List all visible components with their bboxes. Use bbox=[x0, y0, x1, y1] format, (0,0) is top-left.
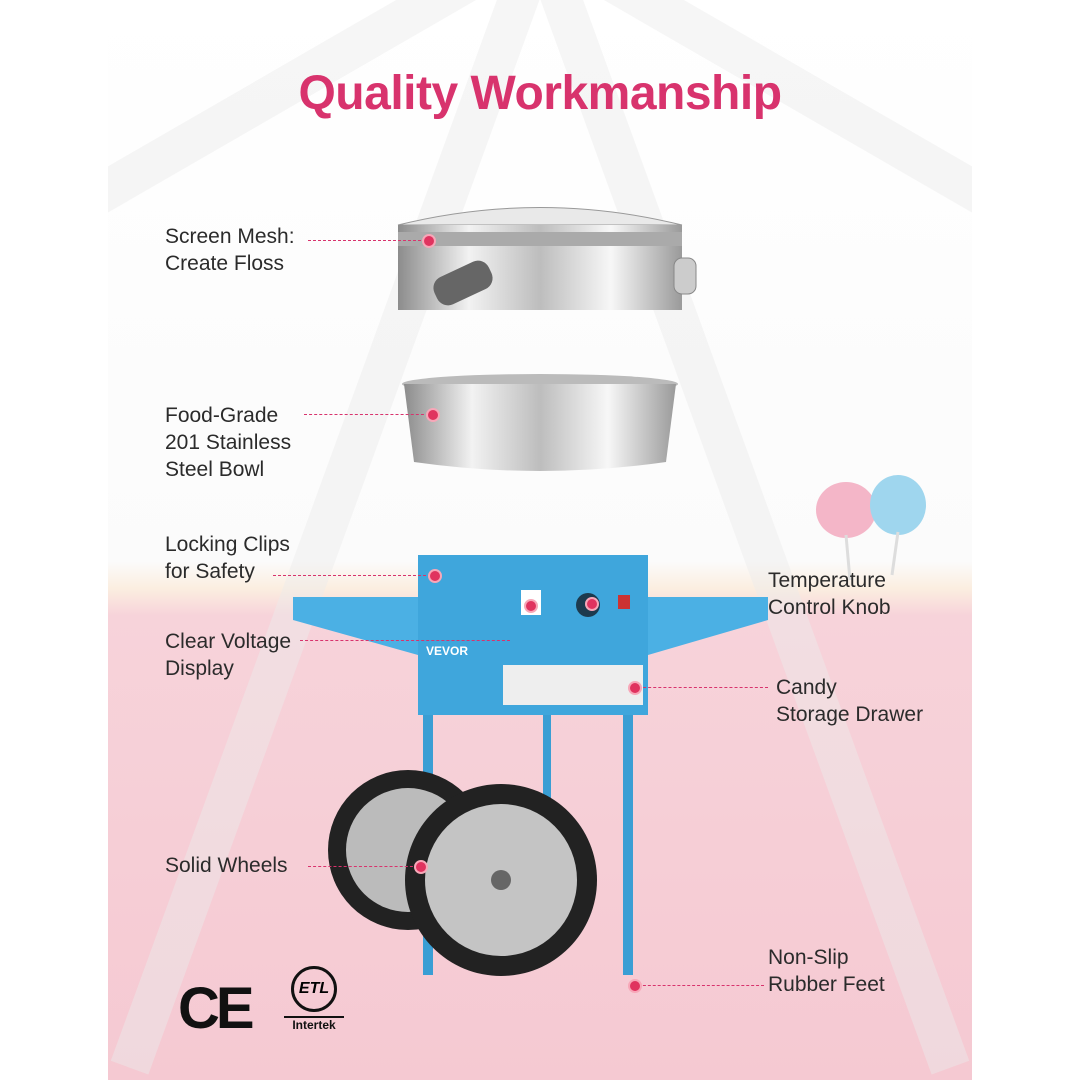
callout-dot bbox=[524, 599, 538, 613]
callout-line: Non-Slip bbox=[768, 946, 849, 969]
leader-line bbox=[638, 687, 768, 688]
callout-bowl: Food-Grade 201 Stainless Steel Bowl bbox=[165, 402, 291, 483]
leader-line bbox=[308, 240, 426, 241]
screen-mesh-lid bbox=[397, 207, 697, 310]
etl-logo: ETL bbox=[291, 966, 337, 1012]
callout-line: Temperature bbox=[768, 569, 886, 592]
leader-line bbox=[308, 866, 418, 867]
intertek-label: Intertek bbox=[284, 1016, 344, 1032]
stainless-bowl bbox=[402, 374, 678, 471]
callout-clips: Locking Clips for Safety bbox=[165, 531, 290, 585]
page-title: Quality Workmanship bbox=[298, 67, 782, 120]
callout-dot bbox=[422, 234, 436, 248]
callout-line: for Safety bbox=[165, 560, 255, 583]
callout-line: Solid Wheels bbox=[165, 854, 288, 877]
cotton-candy-icon bbox=[816, 475, 926, 581]
etl-mark: ETL Intertek bbox=[284, 966, 344, 1032]
callout-line: Rubber Feet bbox=[768, 973, 885, 996]
callout-line: Storage Drawer bbox=[776, 703, 924, 726]
callout-line: Candy bbox=[776, 676, 837, 699]
callout-wheels: Solid Wheels bbox=[165, 852, 288, 879]
callout-line: Screen Mesh: bbox=[165, 225, 295, 248]
cart: VEVOR bbox=[293, 555, 768, 976]
brand-logo: VEVOR bbox=[426, 644, 468, 658]
cotton-candy-machine-illustration: VEVOR bbox=[293, 207, 926, 976]
leader-line bbox=[638, 985, 764, 986]
callout-screen-mesh: Screen Mesh: Create Floss bbox=[165, 223, 295, 277]
leader-line bbox=[304, 414, 429, 415]
callout-dot bbox=[585, 597, 599, 611]
callout-dot bbox=[628, 979, 642, 993]
callout-voltage: Clear Voltage Display bbox=[165, 628, 291, 682]
callout-line: Control Knob bbox=[768, 596, 891, 619]
callout-dot bbox=[426, 408, 440, 422]
callout-line: 201 Stainless bbox=[165, 431, 292, 454]
callout-line: Food-Grade bbox=[165, 404, 279, 427]
callout-line: Display bbox=[165, 657, 234, 680]
ce-mark: CE bbox=[178, 976, 255, 1041]
callout-dot bbox=[414, 860, 428, 874]
callout-line: Steel Bowl bbox=[165, 458, 265, 481]
callout-line: Locking Clips bbox=[165, 533, 290, 556]
leader-line bbox=[300, 640, 510, 641]
callout-line: Clear Voltage bbox=[165, 630, 292, 653]
callout-line: Create Floss bbox=[165, 252, 285, 275]
callout-knob: Temperature Control Knob bbox=[768, 567, 891, 621]
callout-dot bbox=[628, 681, 642, 695]
callout-feet: Non-Slip Rubber Feet bbox=[768, 944, 885, 998]
leader-line bbox=[273, 575, 431, 576]
infographic-canvas: Quality Workmanship bbox=[108, 0, 972, 1080]
callout-dot bbox=[428, 569, 442, 583]
callout-drawer: Candy Storage Drawer bbox=[776, 674, 923, 728]
